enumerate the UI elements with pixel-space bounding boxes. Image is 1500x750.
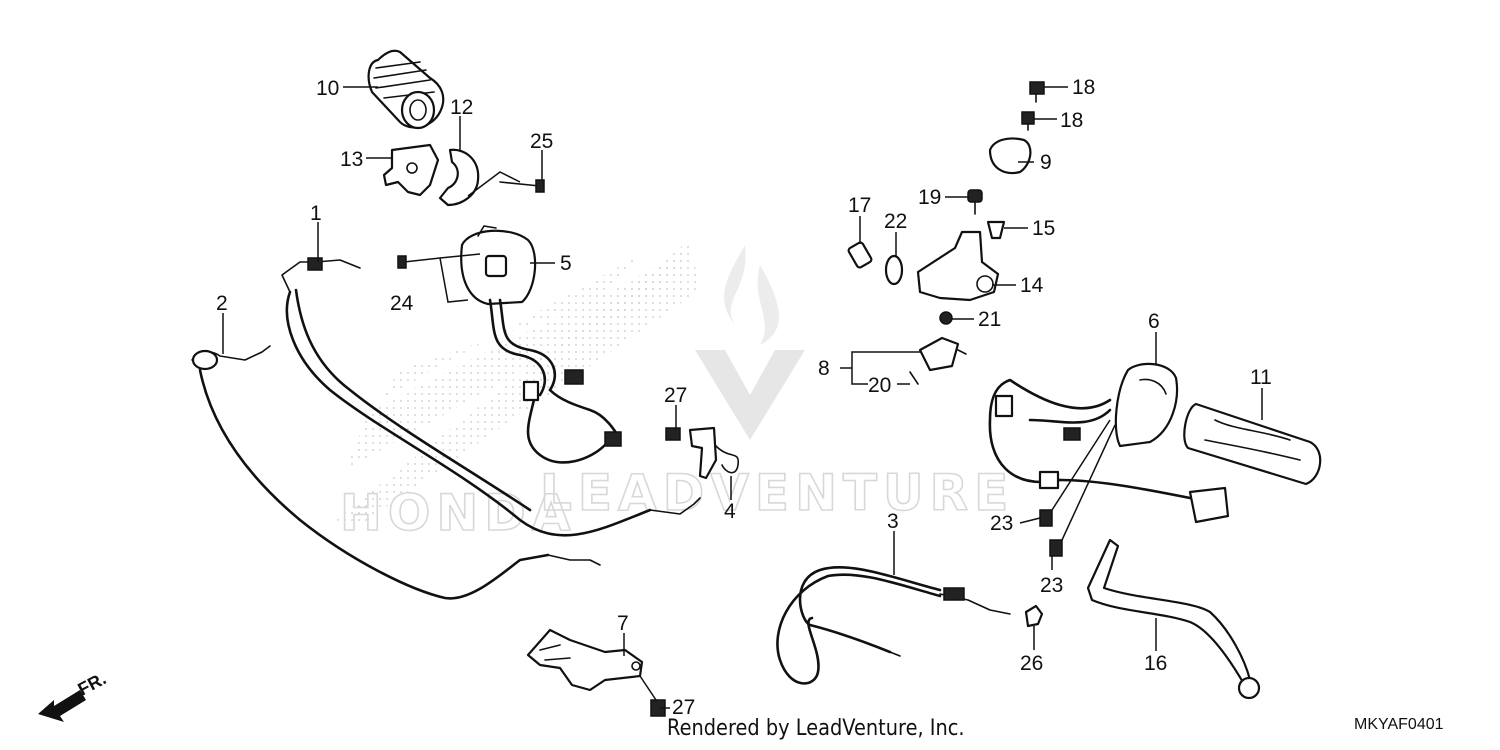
- left-handlebar-switch: [460, 225, 622, 464]
- callout-23-a: 23: [990, 512, 1013, 535]
- callout-9: 9: [1040, 151, 1052, 174]
- throttle-cable-2: [191, 345, 601, 600]
- callout-26: 26: [1020, 652, 1043, 675]
- callout-23-b: 23: [1040, 574, 1063, 597]
- clutch-lever-16: [1086, 538, 1261, 700]
- callout-18-b: 18: [1060, 109, 1083, 132]
- clutch-holder-cap-9: [988, 137, 1032, 175]
- clamp-4: [665, 426, 740, 480]
- callout-22: 22: [884, 210, 907, 233]
- callout-12: 12: [450, 96, 473, 119]
- callout-13: 13: [340, 148, 363, 171]
- callout-1: 1: [310, 202, 322, 225]
- cable-bracket-7: [526, 628, 666, 717]
- honda-watermark-text: HONDA: [340, 484, 576, 542]
- callout-17: 17: [848, 194, 871, 217]
- left-grip: [367, 49, 445, 130]
- callout-14: 14: [1020, 274, 1044, 297]
- callout-25: 25: [530, 130, 553, 153]
- callout-8: 8: [818, 357, 830, 380]
- callout-27-b: 27: [672, 696, 695, 719]
- callout-18-a: 18: [1072, 76, 1095, 99]
- callout-6: 6: [1148, 310, 1160, 333]
- right-grip: [1183, 402, 1322, 486]
- callout-2: 2: [216, 292, 228, 315]
- throttle-housing-upper: [382, 143, 440, 197]
- leadventure-logo-watermark: LEADVENTURE: [539, 245, 1014, 523]
- callout-19: 19: [918, 186, 941, 209]
- callout-11: 11: [1250, 366, 1272, 389]
- adjuster-bolt-17: [847, 241, 873, 269]
- callout-15: 15: [1032, 217, 1055, 240]
- nut-26: [1024, 604, 1044, 628]
- bolt-23-a: [1039, 509, 1053, 527]
- callout-10: 10: [316, 77, 339, 100]
- screw-25: [499, 179, 545, 193]
- callout-labels: 10 12 13 25 1 2 5 24 27 4 3 7 27 18 18 9…: [216, 76, 1272, 719]
- callout-5: 5: [560, 252, 572, 275]
- callout-27-a: 27: [664, 384, 687, 407]
- bolt-18-upper: [1029, 81, 1045, 103]
- clutch-lever-bracket-14: [916, 230, 1000, 302]
- rendered-by-footer: Rendered by LeadVenture, Inc.: [667, 716, 965, 741]
- bolt-23-b: [1049, 539, 1063, 557]
- leadventure-watermark-text: LEADVENTURE: [540, 464, 1014, 522]
- front-direction-arrow-icon: FR.: [38, 668, 109, 722]
- callout-4: 4: [724, 500, 736, 523]
- pivot-bolt-15: [986, 220, 1006, 240]
- callout-leaders: [222, 86, 1263, 709]
- callout-3: 3: [887, 510, 899, 533]
- right-handlebar-switch: [988, 362, 1230, 524]
- callout-24: 24: [390, 292, 414, 315]
- callout-20: 20: [868, 374, 891, 397]
- throttle-cable-1: [281, 257, 701, 537]
- clutch-switch-8: [909, 336, 967, 385]
- screw-24: [397, 255, 441, 269]
- callout-7: 7: [617, 612, 629, 635]
- diagram-code: MKYAF0401: [1354, 716, 1444, 733]
- washer-22: [884, 254, 904, 286]
- bolt-18-lower: [1021, 111, 1035, 131]
- nut-21: [939, 311, 953, 325]
- throttle-housing-lower: [438, 148, 480, 207]
- callout-21: 21: [978, 308, 1001, 331]
- bolt-19: [967, 189, 983, 215]
- clutch-cable-3: [776, 566, 1011, 685]
- callout-16: 16: [1144, 652, 1167, 675]
